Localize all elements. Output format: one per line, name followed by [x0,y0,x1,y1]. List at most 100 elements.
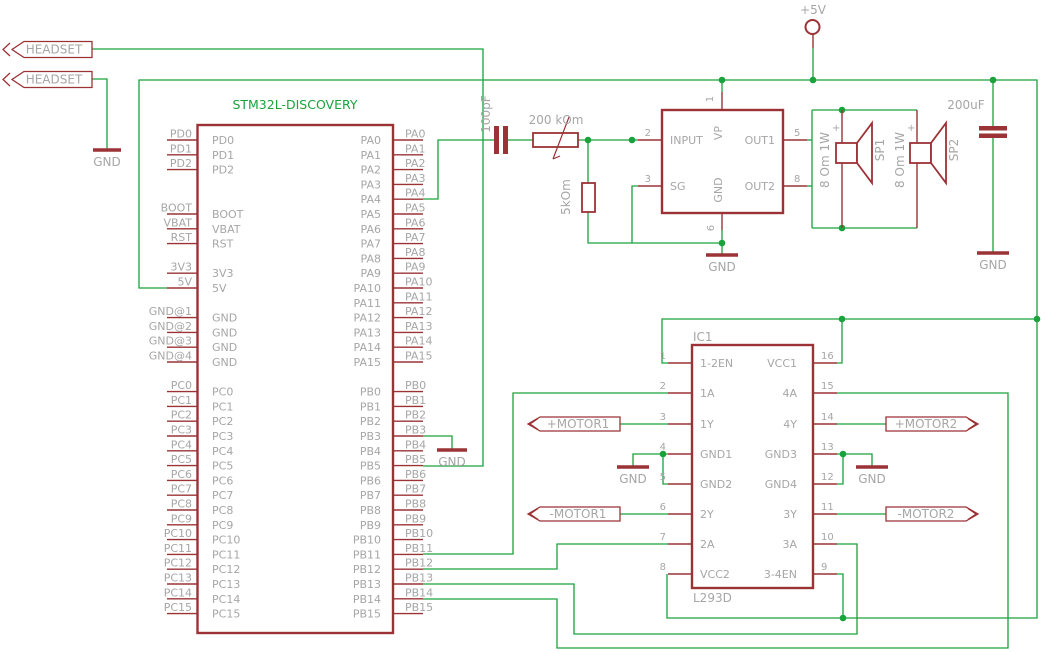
mcu-pin-outside-label: PC1 [171,394,192,407]
mcu-pin-inside-label: PC11 [212,548,240,561]
motor1-plus-label: +MOTOR1 [547,417,610,431]
mcu-pin-outside-label: PC6 [171,468,192,481]
mcu-pin-outside-label: PA8 [405,246,425,259]
mcu-pin-inside-label: PB7 [360,489,381,502]
speaker1-horn [856,120,873,186]
mcu-pin-outside-label: GND@4 [149,350,192,363]
motor2-plus-label: +MOTOR2 [895,417,958,431]
net-sg-to-gnd [631,185,638,243]
mcu-pin-outside-label: PB4 [405,438,426,451]
mcu-pin-outside-label: PA14 [405,335,432,348]
mcu-pin-inside-label: PB9 [360,519,381,532]
ic1-pin-name: 1-2EN [700,357,733,370]
ic1-pin-name: 3Y [783,508,797,521]
ic1-pin-number: 2 [660,381,666,392]
mcu-pin-inside-label: PC2 [212,415,233,428]
wires [92,48,1038,649]
filter-cap-value: 200uF [947,98,985,112]
mcu-pin-inside-label: PB12 [353,563,381,576]
mcu-pin-outside-label: PA15 [405,350,432,363]
mcu-pin-outside-label: PB2 [405,409,426,422]
gnd-label: GND [858,472,886,486]
mcu-pin-inside-label: PB11 [353,548,381,561]
mcu-pin-inside-label: GND [212,326,237,339]
flag-outline [526,506,621,522]
mcu-pin-outside-label: PB0 [405,379,426,392]
chevron-left-icon [2,72,11,87]
mcu-pin-outside-label: PB15 [405,601,433,614]
bias-resistor-body [581,182,596,213]
chevron-left-icon [2,42,11,57]
mcu-pin-inside-label: PA1 [361,149,381,162]
mcu-pin-outside-label: PB10 [405,527,433,540]
mcu-pin-outside-label: GND@3 [149,335,192,348]
mcu-pin-inside-label: PC5 [212,460,233,473]
net-headset-to-gnd [92,78,108,149]
mcu-pin-outside-label: PA10 [405,276,432,289]
ic1-pin-number: 13 [821,442,834,453]
ic1-pin-name: 1Y [700,418,714,431]
speaker1-plus: + [832,123,840,134]
mcu-pin-outside-label: PC5 [171,453,192,466]
junction-dot [584,136,592,144]
flag-outline [526,416,621,432]
mcu-pin-inside-label: PC9 [212,519,233,532]
mcu-pin-inside-label: PA5 [361,208,381,221]
mcu-pin-outside-label: PA4 [405,187,425,200]
junction-dot [839,614,847,622]
mcu-pin-outside-label: PD2 [170,157,192,170]
chevron-right-icon [967,507,978,521]
mcu-pin-inside-label: PB8 [360,504,381,517]
mcu-pin-inside-label: PC12 [212,563,240,576]
coupling-cap-plate [503,126,508,154]
mcu-pin-outside-label: PB8 [405,498,426,511]
ic1-pin-name: VCC1 [767,357,797,370]
mcu-pin-inside-label: PC1 [212,400,233,413]
net-pb3-gnd [423,435,453,450]
mcu-pin-outside-label: PC4 [171,438,192,451]
speaker2-horn [930,120,947,186]
mcu-pin-inside-label: PA9 [361,267,381,280]
ic1-pin-name: 4Y [783,418,797,431]
mcu-pin-inside-label: PA14 [354,341,381,354]
mcu-pin-outside-label: PA2 [405,157,425,170]
mcu-pin-outside-label: PC10 [164,527,192,540]
motor1-minus-connector: -MOTOR1 [526,506,621,522]
mcu-pin-outside-label: PC14 [164,586,192,599]
mcu-pin-outside-label: PB5 [405,453,426,466]
junction-dot [718,239,726,247]
bias-resistor-value: 5kOm [559,179,573,215]
motor-driver-part: L293D [693,591,732,605]
mcu-pin-inside-label: PA12 [354,312,381,325]
mcu-pin-inside-label: PB6 [360,474,381,487]
amp-pin-name: INPUT [670,134,703,147]
mcu-pin-inside-label: GND [212,312,237,325]
mcu-title: STM32L-DISCOVERY [232,97,357,112]
ic1-pin-name: 2Y [700,508,714,521]
net-ic1-gnd-right [837,453,844,485]
trimmer-value: 200 kOm [529,113,584,127]
mcu-pin-inside-label: PD1 [212,149,234,162]
ic1-pin-number: 1 [660,351,666,362]
net-ic1-gnd-left-sym [632,453,663,467]
mcu-pin-outside-label: PB1 [405,394,426,407]
connector-flags: HEADSET HEADSET +MOTOR1 -MOTOR1 +MOTOR2 … [2,40,980,522]
amp-pin-number: 2 [645,128,651,139]
mcu-pin-outside-label: GND@1 [149,305,192,318]
net-5v-rail [138,79,1038,619]
speaker2-rating: 8 Om 1W [893,132,907,188]
mcu-pin-outside-label: PC7 [171,483,192,496]
gnd-label: GND [708,260,736,274]
mcu-body [196,123,395,635]
headset-connector-bottom: HEADSET [2,70,93,89]
mcu-pin-inside-label: PA11 [354,297,381,310]
net-ic1-enable-vcc1 [661,318,1037,364]
mcu-pin-inside-label: 3V3 [212,267,234,280]
ic1-pin-name: GND3 [765,448,797,461]
mcu-pin-outside-label: PB6 [405,468,426,481]
junction-dot [989,76,997,84]
ic1-pin-number: 15 [821,381,834,392]
headset-bottom-label: HEADSET [26,73,83,87]
trimmer-body [532,132,579,148]
motor1-minus-label: -MOTOR1 [550,507,607,521]
